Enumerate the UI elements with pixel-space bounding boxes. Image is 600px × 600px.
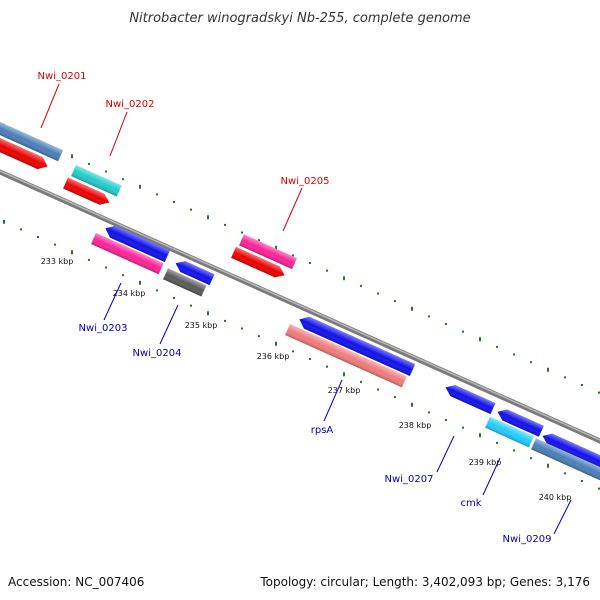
gene-labels: Nwi_0201 Nwi_0202 Nwi_0205 Nwi_0203 Nwi_… <box>38 71 552 545</box>
leader-nwi-0209 <box>553 499 572 535</box>
leader-cmk <box>482 457 501 496</box>
gene-feature-shading <box>485 416 534 448</box>
gene-feature-shading <box>531 438 600 483</box>
ruler-label-240: 240 kbp <box>539 493 572 502</box>
gene-feature-f8[interactable] <box>91 233 164 275</box>
gene-feature-shading <box>239 234 297 270</box>
gene-feature-shading <box>285 324 407 388</box>
gene-feature-f7[interactable] <box>103 222 171 263</box>
gene-label-nwi-0204[interactable]: Nwi_0204 <box>133 348 182 359</box>
gene-feature-shading <box>175 261 215 286</box>
gene-feature-f3[interactable] <box>71 165 122 197</box>
genome-backbone-highlight <box>0 170 600 441</box>
gene-feature-f17[interactable] <box>531 438 600 483</box>
ruler-label-233: 233 kbp <box>41 257 74 266</box>
gene-label-nwi-0209[interactable]: Nwi_0209 <box>503 534 552 545</box>
ruler-label-234: 234 kbp <box>113 289 146 298</box>
leader-nwi-0203 <box>103 282 122 321</box>
ruler-label-238: 238 kbp <box>399 421 432 430</box>
gene-feature-f4[interactable] <box>63 177 112 208</box>
gene-feature-shading <box>542 433 600 470</box>
gene-feature-shading <box>497 409 544 437</box>
map-title: Nitrobacter winogradskyi Nb-255, complet… <box>129 11 470 26</box>
gene-feature-shading <box>231 246 285 278</box>
gene-feature-shading <box>105 225 171 263</box>
ruler-label-236: 236 kbp <box>257 352 290 361</box>
leader-lines <box>40 83 572 535</box>
ruler-label-239: 239 kbp <box>469 458 502 467</box>
gene-feature-shading <box>63 177 110 205</box>
leader-nwi-0205 <box>282 187 303 232</box>
ruler-label-237: 237 kbp <box>328 386 361 395</box>
genome-backbone <box>0 169 600 444</box>
ruler-labels: 233 kbp 234 kbp 235 kbp 236 kbp 237 kbp … <box>41 257 572 502</box>
accession-text: Accession: NC_007406 <box>8 575 144 589</box>
gene-feature-shading <box>299 316 416 377</box>
leader-nwi-0204 <box>159 304 179 345</box>
gene-feature-shading <box>163 268 207 297</box>
gene-feature-f2[interactable] <box>0 133 50 173</box>
gene-feature-shading <box>0 117 63 162</box>
gene-feature-f5[interactable] <box>239 234 297 270</box>
leader-nwi-0201 <box>40 83 60 129</box>
gene-feature-f16[interactable] <box>485 416 534 448</box>
gene-feature-shading <box>445 385 496 415</box>
gene-feature-f15[interactable] <box>540 430 600 470</box>
topology-text: Topology: circular; Length: 3,402,093 bp… <box>259 575 590 589</box>
gene-feature-f1[interactable] <box>0 117 63 162</box>
gene-label-nwi-0205[interactable]: Nwi_0205 <box>281 176 330 187</box>
gene-label-nwi-0203[interactable]: Nwi_0203 <box>79 323 128 334</box>
gene-feature-f13[interactable] <box>443 382 496 415</box>
gene-feature-f10[interactable] <box>163 268 207 297</box>
gene-feature-f14[interactable] <box>495 406 544 437</box>
gene-feature-f11[interactable] <box>297 313 416 377</box>
gene-feature-f12[interactable] <box>285 324 407 388</box>
gene-label-nwi-0207[interactable]: Nwi_0207 <box>385 474 434 485</box>
leader-rpsa <box>323 379 343 422</box>
gene-feature-f9[interactable] <box>173 258 215 286</box>
gene-label-rpsa[interactable]: rpsA <box>311 425 334 436</box>
leader-nwi-0202 <box>109 111 128 157</box>
leader-nwi-0207 <box>436 435 455 473</box>
ruler-label-235: 235 kbp <box>185 321 218 330</box>
gene-label-nwi-0201[interactable]: Nwi_0201 <box>38 71 87 82</box>
guide-dots <box>3 123 600 490</box>
gene-feature-shading <box>71 165 122 197</box>
gene-label-nwi-0202[interactable]: Nwi_0202 <box>106 99 155 110</box>
gene-feature-f6[interactable] <box>231 246 287 281</box>
gene-feature-shading <box>91 233 164 275</box>
feature-track <box>0 117 600 483</box>
gene-label-cmk[interactable]: cmk <box>460 498 481 509</box>
gene-feature-shading <box>0 133 48 170</box>
